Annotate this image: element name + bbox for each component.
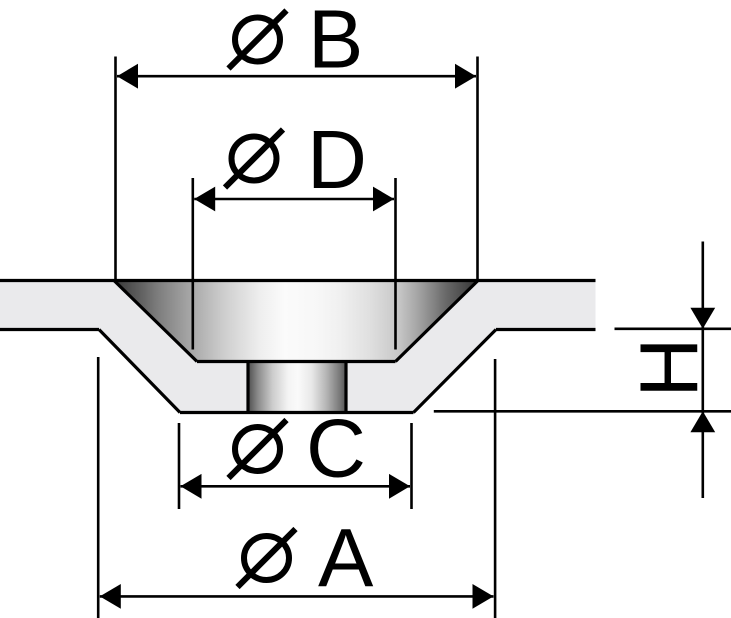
arrowhead-right <box>455 63 476 89</box>
arrowhead-left <box>194 186 216 212</box>
dimension-h: H <box>433 241 731 498</box>
diameter-icon <box>226 8 289 71</box>
diameter-icon <box>235 526 298 590</box>
arrowhead-left <box>117 63 138 89</box>
dimension-b: B <box>114 0 479 281</box>
dimension-letter: B <box>308 0 363 86</box>
dimension-letter: H <box>623 338 716 398</box>
label-h: H <box>623 338 716 398</box>
dimension-d: D <box>191 113 397 350</box>
dimension-c: C <box>177 402 413 509</box>
washer-section <box>0 278 596 415</box>
arrowhead-right <box>472 584 494 609</box>
countersink-cone-face <box>114 280 478 362</box>
arrowhead-left <box>180 473 202 499</box>
diameter-icon <box>222 127 286 190</box>
arrowhead-down <box>690 307 716 329</box>
dimension-letter: A <box>318 511 374 604</box>
label-c: C <box>226 402 366 495</box>
countersink-slope-right <box>394 279 480 363</box>
bore-face <box>248 361 346 413</box>
cup-outer-slope-right <box>412 328 498 414</box>
arrowhead-right <box>373 186 394 212</box>
label-a: A <box>235 511 374 604</box>
arrowhead-right <box>389 473 410 499</box>
cup-outer-slope-left <box>97 328 182 414</box>
countersink-slope-left <box>112 279 199 363</box>
dimension-a: A <box>96 357 497 618</box>
label-b: B <box>226 0 363 86</box>
diameter-icon <box>226 417 289 481</box>
dimension-letter: C <box>306 402 366 495</box>
arrowhead-left <box>99 584 121 609</box>
arrowhead-up <box>690 411 716 433</box>
dimension-letter: D <box>307 113 367 206</box>
label-d: D <box>222 113 367 206</box>
